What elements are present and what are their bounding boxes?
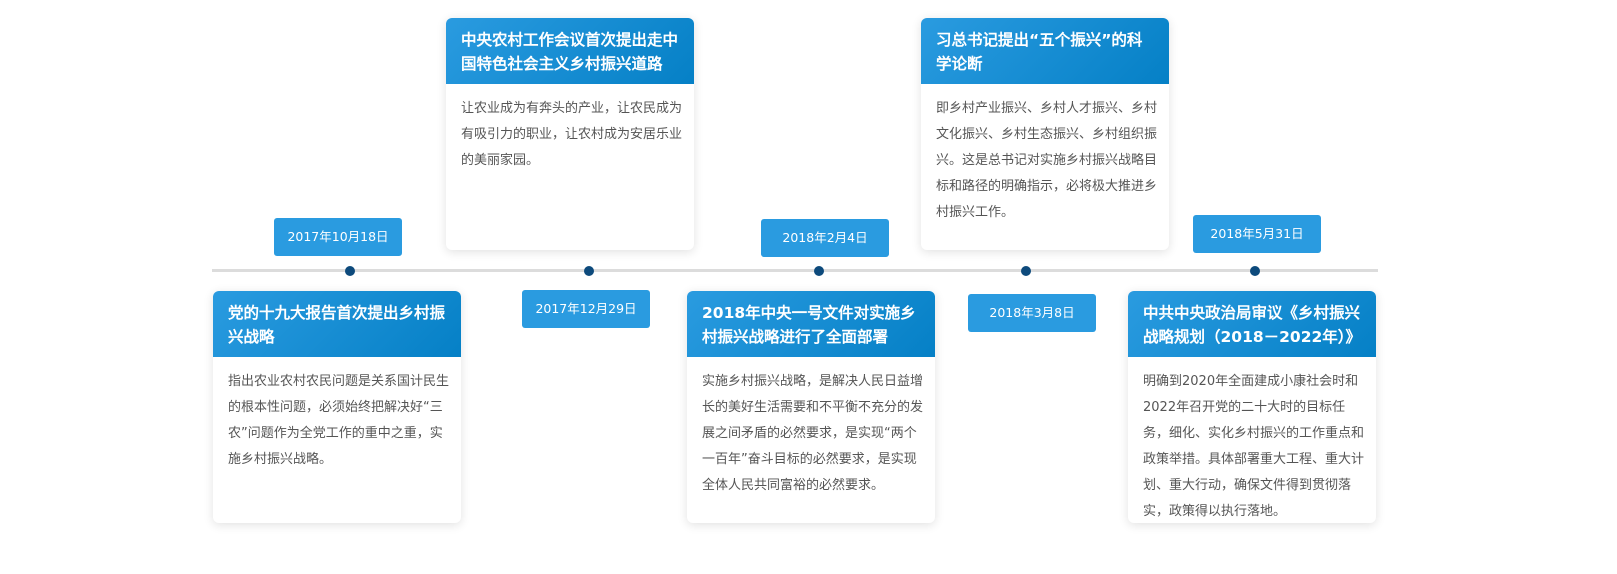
date-badge: 2018年2月4日 xyxy=(761,219,889,257)
timeline-axis xyxy=(212,269,1378,272)
event-title: 2018年中央一号文件对实施乡村振兴战略进行了全面部署 xyxy=(687,291,935,357)
event-description: 实施乡村振兴战略，是解决人民日益增长的美好生活需要和不平衡不充分的发展之间矛盾的… xyxy=(702,374,924,493)
date-badge: 2018年3月8日 xyxy=(968,294,1096,332)
timeline-dot xyxy=(345,266,355,276)
event-card: 习总书记提出“五个振兴”的科学论断 即乡村产业振兴、乡村人才振兴、乡村文化振兴、… xyxy=(921,18,1169,250)
timeline-dot xyxy=(1250,266,1260,276)
date-badge: 2018年5月31日 xyxy=(1193,215,1321,253)
event-title: 中央农村工作会议首次提出走中国特色社会主义乡村振兴道路 xyxy=(446,18,694,84)
event-description: 明确到2020年全面建成小康社会时和2022年召开党的二十大时的目标任务，细化、… xyxy=(1143,374,1365,519)
event-description: 即乡村产业振兴、乡村人才振兴、乡村文化振兴、乡村生态振兴、乡村组织振兴。这是总书… xyxy=(936,101,1158,220)
event-description: 指出农业农村农民问题是关系国计民生的根本性问题，必须始终把解决好“三农”问题作为… xyxy=(228,374,450,467)
event-description: 让农业成为有奔头的产业，让农民成为有吸引力的职业，让农村成为安居乐业的美丽家园。 xyxy=(461,101,683,168)
date-badge: 2017年12月29日 xyxy=(522,290,650,328)
timeline-dot xyxy=(1021,266,1031,276)
event-title: 习总书记提出“五个振兴”的科学论断 xyxy=(921,18,1169,84)
event-card: 2018年中央一号文件对实施乡村振兴战略进行了全面部署 实施乡村振兴战略，是解决… xyxy=(687,291,935,523)
timeline-dot xyxy=(814,266,824,276)
event-card: 党的十九大报告首次提出乡村振兴战略 指出农业农村农民问题是关系国计民生的根本性问… xyxy=(213,291,461,523)
event-card: 中央农村工作会议首次提出走中国特色社会主义乡村振兴道路 让农业成为有奔头的产业，… xyxy=(446,18,694,250)
event-title: 中共中央政治局审议《乡村振兴战略规划（2018－2022年）》 xyxy=(1128,291,1376,357)
event-title: 党的十九大报告首次提出乡村振兴战略 xyxy=(213,291,461,357)
timeline-dot xyxy=(584,266,594,276)
date-badge: 2017年10月18日 xyxy=(274,218,402,256)
event-card: 中共中央政治局审议《乡村振兴战略规划（2018－2022年）》 明确到2020年… xyxy=(1128,291,1376,523)
